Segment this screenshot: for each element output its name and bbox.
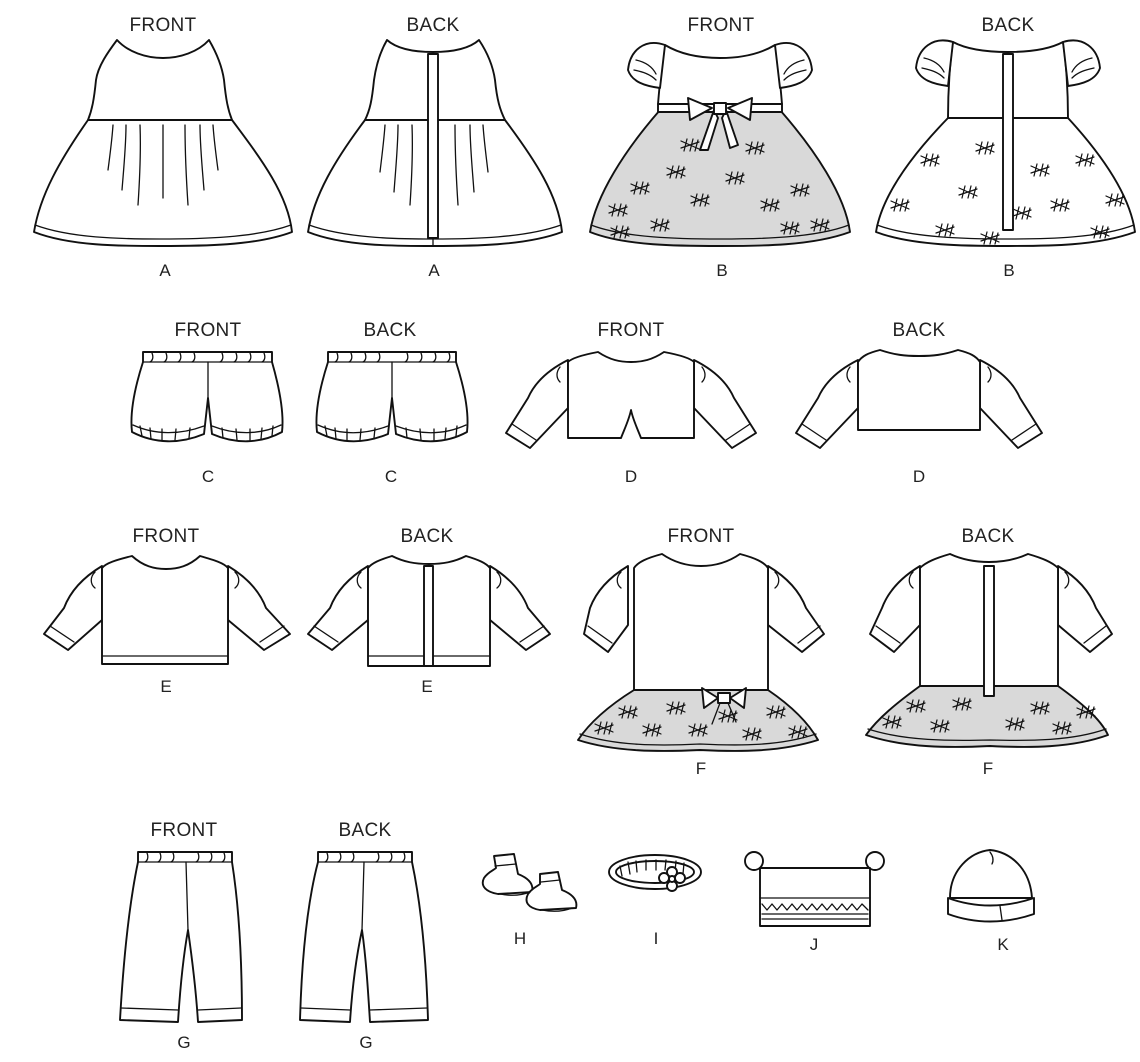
jacket-e-back-drawing [307,555,551,667]
dress-b-front-drawing [589,42,851,247]
view-label: BACK [982,15,1035,36]
view-letter: E [421,677,432,696]
view-g-back: BACK G [299,820,429,1052]
view-letter: D [625,467,637,486]
view-label: BACK [893,320,946,341]
view-letter: G [359,1033,372,1052]
view-letter: F [696,759,706,778]
dress-a-back-drawing [307,39,563,247]
view-letter: J [810,935,819,954]
view-c-back: BACK C [315,320,469,486]
view-label: FRONT [133,526,200,547]
leggings-g-back-drawing [299,851,429,1023]
view-label: BACK [401,526,454,547]
view-label: FRONT [688,15,755,36]
view-letter: F [983,759,993,778]
view-label: BACK [364,320,417,341]
view-label: FRONT [668,526,735,547]
dress-b-back-drawing [875,39,1136,247]
view-f-front: FRONT F [577,526,825,778]
view-label: FRONT [130,15,197,36]
view-a-front: FRONT A [33,15,293,280]
view-b-back: BACK B [875,15,1136,280]
view-d-back: BACK D [795,320,1043,486]
view-letter: E [160,677,171,696]
view-c-front: FRONT C [130,320,284,486]
view-label: BACK [407,15,460,36]
headband-i-drawing [608,854,702,892]
view-letter: A [159,261,171,280]
view-letter: H [514,929,526,948]
view-f-back: BACK F [865,526,1113,778]
peplum-top-f-back-drawing [865,553,1113,748]
peplum-top-f-front-drawing [577,553,825,752]
view-letter: C [202,467,214,486]
view-g-front: FRONT G [119,820,243,1052]
pompom-hat-j-drawing [744,851,885,927]
view-letter: I [654,929,659,948]
view-label: BACK [339,820,392,841]
view-h: H [481,853,578,948]
view-letter: C [385,467,397,486]
bloomers-c-back-drawing [315,351,469,443]
view-k: K [947,849,1035,954]
jacket-e-front-drawing [43,555,291,665]
view-letter: K [997,935,1009,954]
view-letter: D [913,467,925,486]
bolero-d-back-drawing [795,349,1043,449]
view-j: J [744,851,885,954]
bloomers-c-front-drawing [130,351,284,443]
view-label: FRONT [598,320,665,341]
view-d-front: FRONT D [505,320,757,486]
view-e-front: FRONT E [43,526,291,696]
view-label: FRONT [175,320,242,341]
view-letter: B [1003,261,1014,280]
view-letter: A [428,261,440,280]
view-e-back: BACK E [307,526,551,696]
view-letter: B [716,261,727,280]
dress-a-front-drawing [33,39,293,247]
booties-h-drawing [481,853,578,912]
view-i: I [608,854,702,948]
view-letter: G [177,1033,190,1052]
view-label: FRONT [151,820,218,841]
leggings-g-front-drawing [119,851,243,1023]
view-b-front: FRONT [589,15,851,280]
bolero-d-front-drawing [505,351,757,449]
beanie-k-drawing [947,849,1035,923]
view-a-back: BACK A [307,15,563,280]
view-label: BACK [962,526,1015,547]
